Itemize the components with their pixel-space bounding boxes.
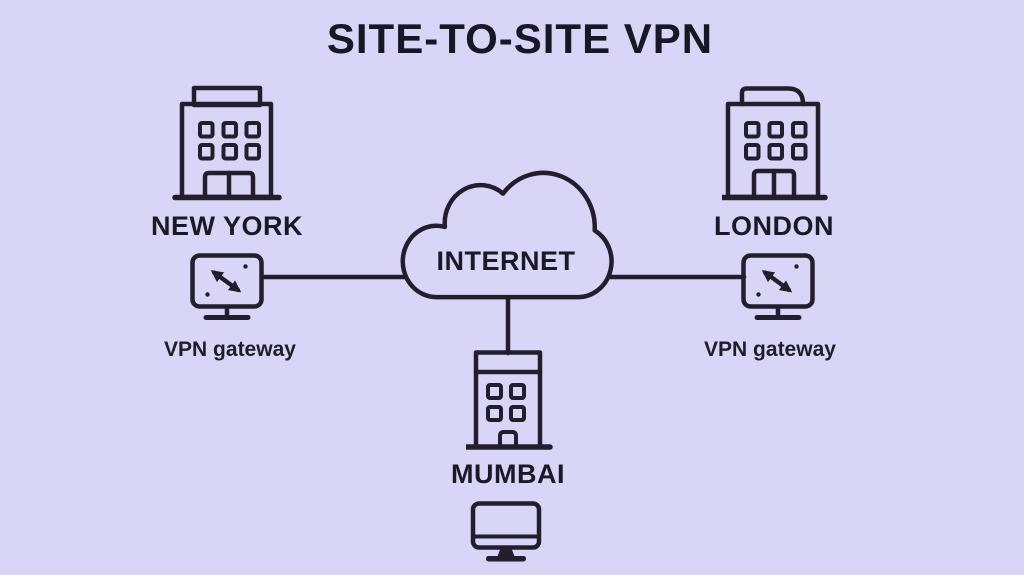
building-icon <box>466 350 553 450</box>
site-label-london: LONDON <box>714 211 834 241</box>
desktop-monitor-icon <box>470 501 542 562</box>
page-title: SITE-TO-SITE VPN <box>326 15 714 62</box>
gateway-label-london: VPN gateway <box>704 338 836 361</box>
gateway-label-new-york: VPN gateway <box>164 338 296 361</box>
site-label-mumbai: MUMBAI <box>451 459 565 489</box>
internet-label: INTERNET <box>436 246 576 276</box>
site-label-new-york: NEW YORK <box>150 211 303 241</box>
building-icon <box>172 85 282 201</box>
vpn-gateway-icon <box>741 253 815 320</box>
building-icon <box>722 86 828 201</box>
cloud-icon <box>389 152 626 309</box>
vpn-gateway-icon <box>190 253 264 320</box>
